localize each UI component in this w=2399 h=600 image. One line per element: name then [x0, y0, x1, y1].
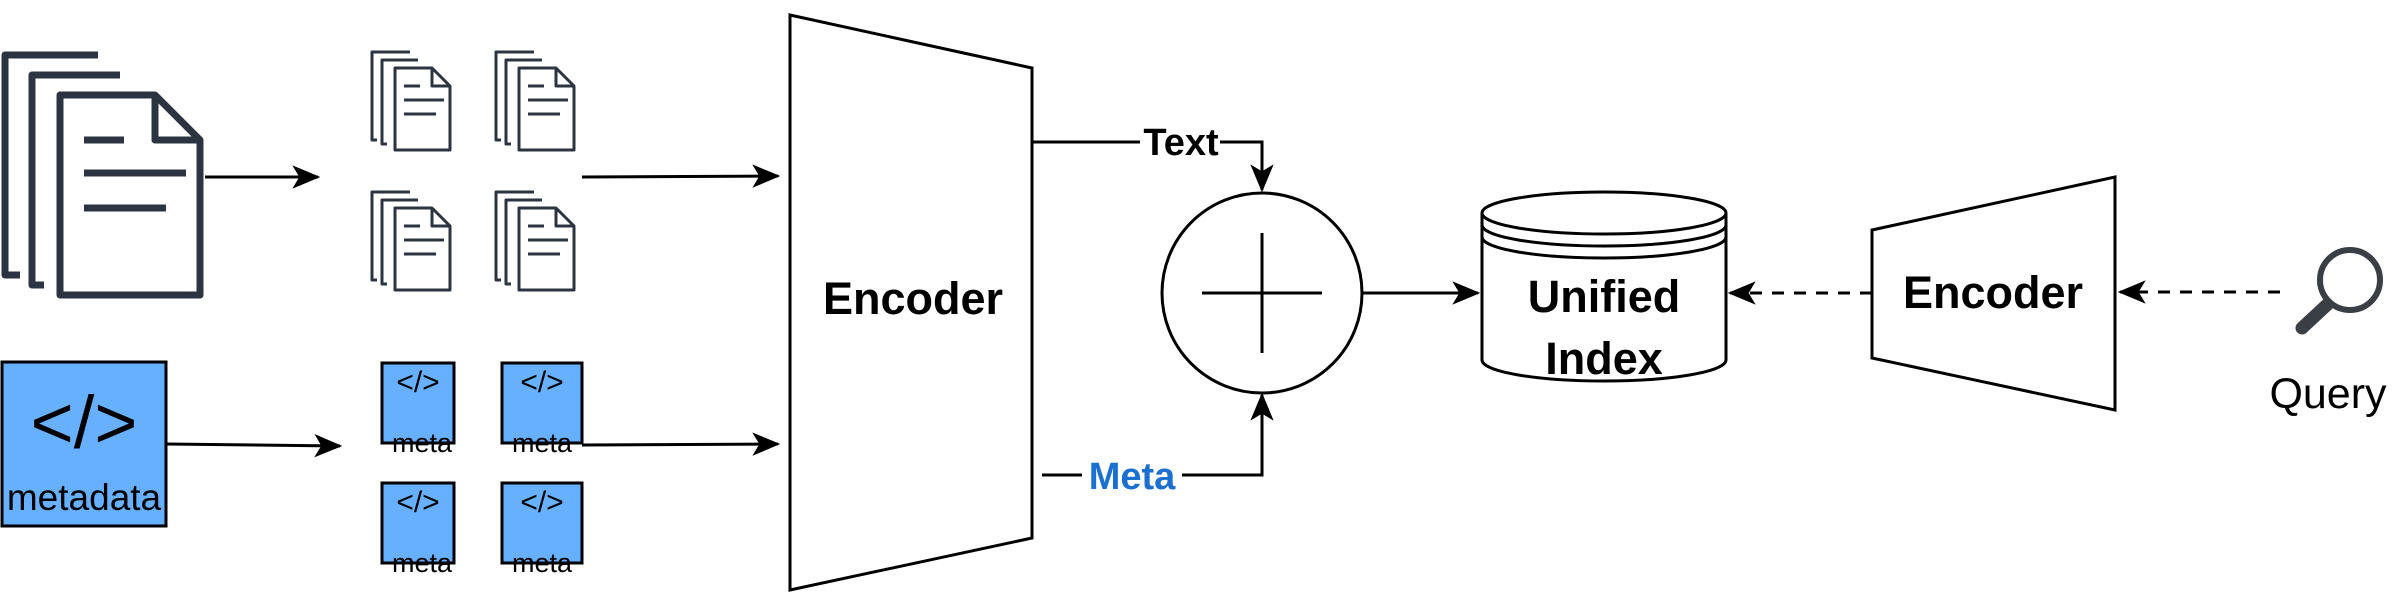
fusion-plus-icon	[1160, 191, 1364, 395]
meta-chips: </> meta </> meta </> meta </> meta	[380, 361, 584, 578]
metadata-label: metadata	[7, 477, 162, 518]
meta-chip-label: meta	[512, 548, 573, 578]
arrow-metadata-to-chips	[165, 434, 343, 458]
meta-chip-label: meta	[392, 548, 453, 578]
document-stack-icon	[370, 50, 452, 152]
text-connector: Text	[1032, 122, 1274, 193]
meta-chip-label: meta	[512, 428, 573, 458]
arrow-chunks-to-encoder	[581, 164, 781, 188]
text-connector-label: Text	[1143, 122, 1219, 164]
meta-chip: </> meta	[500, 361, 584, 458]
code-tag-icon: </>	[396, 486, 439, 519]
code-tag-icon: </>	[520, 486, 563, 519]
meta-chip: </> meta	[380, 481, 456, 578]
magnifying-glass-icon	[2295, 247, 2383, 335]
query-encoder-label: Encoder	[1903, 267, 2083, 318]
meta-chip: </> meta	[380, 361, 456, 458]
document-chunks	[370, 50, 576, 292]
code-tag-icon: </>	[520, 366, 563, 399]
code-tag-icon: </>	[31, 381, 138, 464]
document-stack-icon	[370, 190, 452, 292]
query-encoder: Encoder	[1870, 175, 2117, 412]
metadata-box: </> metadata	[0, 360, 168, 528]
code-tag-icon: </>	[396, 366, 439, 399]
unified-index-label-line1: Unified	[1528, 271, 1681, 322]
meta-connector-label: Meta	[1089, 456, 1176, 498]
query-label: Query	[2269, 370, 2387, 418]
document-encoder-label: Encoder	[823, 273, 1003, 324]
document-encoder: Encoder	[788, 13, 1034, 592]
unified-index-label-line2: Index	[1545, 333, 1663, 384]
arrow-chips-to-encoder	[581, 432, 781, 456]
document-stack-icon	[494, 50, 576, 152]
meta-chip-label: meta	[392, 428, 453, 458]
documents-stack-icon	[1, 51, 204, 299]
document-stack-icon	[494, 190, 576, 292]
meta-chip: </> meta	[500, 481, 584, 578]
meta-connector: Meta	[1042, 392, 1274, 498]
unified-index-database: Unified Index	[1480, 190, 1728, 384]
